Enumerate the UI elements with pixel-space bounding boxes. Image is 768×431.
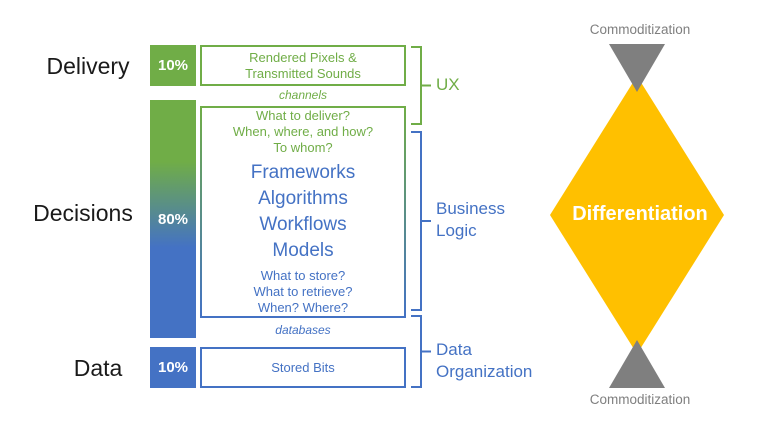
data-organization-label-line: Organization — [436, 362, 533, 381]
commoditization-bottom-label: Commoditization — [589, 392, 691, 407]
decision-core-item: Frameworks — [250, 162, 356, 183]
decisions-percent-cell: 80% — [150, 100, 196, 338]
row-label-delivery: Delivery — [46, 53, 130, 79]
row-label-data: Data — [73, 355, 123, 381]
business-logic-label-line: Logic — [436, 221, 477, 240]
data-percent-cell: 10% — [150, 347, 196, 388]
decision-core-item: Models — [272, 240, 334, 261]
data-organization-bracket — [411, 315, 431, 388]
row-label-decisions: Decisions — [33, 200, 133, 226]
data-percent-value: 10% — [157, 359, 189, 376]
channels-caption: channels — [278, 88, 328, 102]
data-organization-label: Data Organization — [436, 339, 532, 383]
data-box: Stored Bits — [200, 347, 406, 388]
delivery-percent-value: 10% — [157, 57, 189, 74]
delivery-box-line: Transmitted Sounds — [245, 65, 361, 81]
decision-question-green: When, where, and how? — [232, 124, 374, 139]
top-commoditization-triangle — [609, 44, 665, 92]
databases-caption: databases — [275, 323, 331, 337]
decision-question-blue: What to store? — [260, 268, 346, 283]
delivery-box-line: Rendered Pixels & — [249, 49, 357, 65]
decision-core-item: Algorithms — [258, 188, 348, 209]
bottom-commoditization-triangle — [609, 340, 665, 388]
data-organization-label-line: Data — [436, 340, 472, 359]
decisions-box: What to deliver? When, where, and how? T… — [200, 106, 406, 318]
decision-question-green: To whom? — [273, 140, 333, 155]
differentiation-diamond-graphic — [550, 44, 724, 388]
decision-question-blue: What to retrieve? — [253, 284, 353, 299]
business-logic-bracket — [411, 131, 431, 311]
diamond-shape — [550, 76, 724, 354]
delivery-percent-cell: 10% — [150, 45, 196, 86]
business-logic-label-line: Business — [436, 199, 505, 218]
data-box-line: Stored Bits — [271, 360, 335, 375]
ux-label: UX — [436, 75, 460, 94]
delivery-box: Rendered Pixels & Transmitted Sounds — [200, 45, 406, 86]
differentiation-label: Differentiation — [572, 203, 708, 225]
commoditization-top-label: Commoditization — [589, 22, 691, 37]
decision-question-blue: When? Where? — [257, 300, 349, 315]
decision-question-green: What to deliver? — [256, 108, 350, 123]
decisions-percent-value: 80% — [157, 210, 189, 228]
business-logic-label: Business Logic — [436, 198, 505, 242]
decision-core-item: Workflows — [259, 214, 347, 235]
ux-bracket — [411, 46, 431, 125]
